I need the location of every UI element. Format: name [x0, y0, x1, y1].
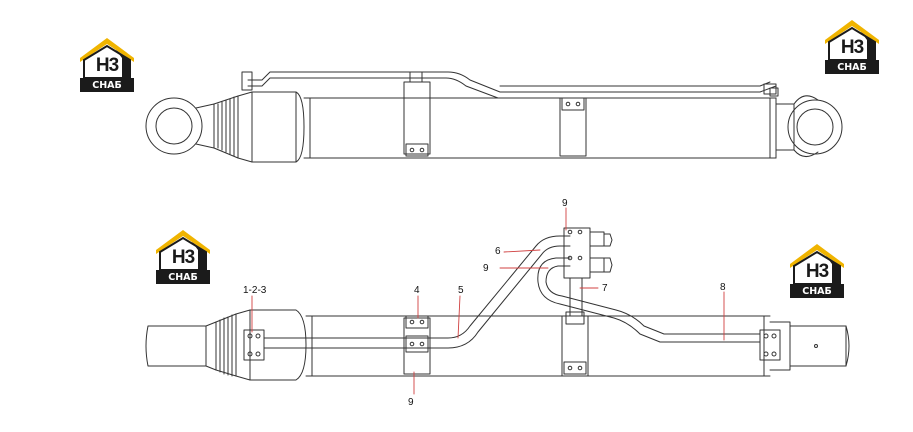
brand-logo-bottom-right: H3 СНАБ: [786, 242, 848, 302]
brand-mark: H3: [171, 247, 195, 268]
brand-logo-bottom-left: H3 СНАБ: [152, 228, 214, 288]
top-left-eye: [145, 97, 215, 155]
callout-5: 5: [458, 285, 464, 296]
brand-caption: СНАБ: [802, 286, 832, 297]
bottom-clamp-4: [403, 315, 431, 375]
house-logo-icon: [156, 230, 210, 284]
top-view-cylinder: [145, 71, 843, 163]
bottom-cylinder-barrel: [305, 315, 771, 377]
brand-logo-top-left: H3 СНАБ: [76, 36, 138, 96]
bottom-cylinder-head: [215, 309, 307, 381]
top-hydraulic-tube: [241, 71, 779, 99]
house-logo-icon: [825, 20, 879, 74]
top-cylinder-barrel: [303, 97, 777, 159]
bottom-rod-end: [145, 321, 217, 371]
bottom-flange-right: [759, 329, 781, 361]
top-cylinder-head: [213, 91, 305, 163]
top-clamp-4: [403, 71, 431, 157]
bottom-flange-left: [243, 329, 265, 361]
callout-4: 4: [414, 285, 420, 296]
bottom-clamp-9: [561, 311, 589, 377]
leader-lines: [251, 207, 725, 395]
brand-caption: СНАБ: [92, 80, 122, 91]
brand-mark: H3: [840, 37, 864, 58]
callout-8: 8: [720, 282, 726, 293]
house-logo-icon: [80, 38, 134, 92]
house-logo-icon: [790, 244, 844, 298]
callout-1-2-3: 1-2-3: [243, 285, 267, 296]
bottom-cap-end: [769, 321, 850, 371]
brand-logo-top-right: H3 СНАБ: [821, 18, 883, 78]
bottom-tube-5: [263, 235, 571, 349]
brand-mark: H3: [805, 261, 829, 282]
top-clamp-9: [559, 97, 587, 157]
callout-7: 7: [602, 283, 608, 294]
bottom-valve-block: [563, 227, 613, 317]
bottom-view-cylinder: [145, 227, 850, 381]
callout-6: 6: [495, 246, 501, 257]
brand-mark: H3: [95, 55, 119, 76]
callout-9-bottom: 9: [408, 397, 414, 408]
callout-9-mid: 9: [483, 263, 489, 274]
top-right-eye: [775, 95, 843, 157]
brand-caption: СНАБ: [837, 62, 867, 73]
bottom-tube-6: [537, 257, 761, 343]
brand-caption: СНАБ: [168, 272, 198, 283]
callout-9-top: 9: [562, 198, 568, 209]
